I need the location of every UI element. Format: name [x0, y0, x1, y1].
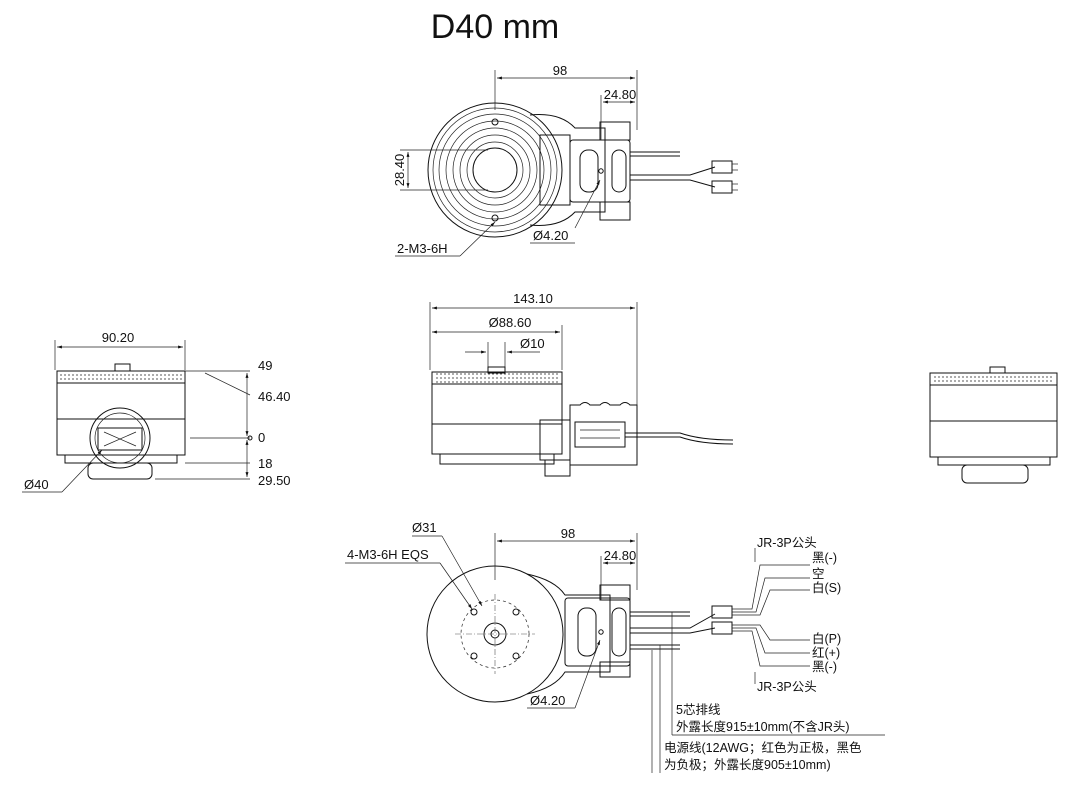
wire-empty: 空: [812, 567, 825, 581]
side-h0-label: 0: [258, 430, 265, 445]
power-cable-note-2: 为负极；外露长度905±10mm): [664, 757, 831, 772]
jr-bottom-label: JR-3P公头: [757, 680, 817, 694]
signal-cable-note-1: 5芯排线: [676, 703, 721, 717]
top-thread-label: 2-M3-6H: [397, 241, 448, 256]
bottom-thread-label: 4-M3-6H EQS: [347, 547, 429, 562]
wire-black-minus-top: 黑(-): [812, 551, 837, 565]
rear-view: [929, 366, 1058, 484]
wire-white-p: 白(P): [812, 631, 841, 646]
top-spacing-label: 28.40: [392, 154, 407, 187]
wire-diagram: JR-3P公头 黑(-) 空 白(S) 白(P) 红(+) 黑(-) JR-3P…: [651, 536, 885, 773]
signal-cable-note-2: 外露长度915±10mm(不含JR头): [676, 719, 850, 734]
bottom-center-dia-label: Ø31: [412, 520, 437, 535]
side-h3-label: 18: [258, 456, 272, 471]
side-view: 90.20 49 46.40 0 18 29.50 Ø40: [22, 330, 291, 493]
bottom-width-label: 98: [561, 526, 575, 541]
front-shaft-dia-label: Ø10: [520, 336, 545, 351]
wire-white-s: 白(S): [812, 580, 841, 595]
front-view: 143.10 Ø88.60 Ø10: [429, 291, 734, 477]
front-length-label: 143.10: [513, 291, 553, 306]
bottom-hole-dia-label: Ø4.20: [530, 693, 565, 708]
side-h1-label: 49: [258, 358, 272, 373]
side-arm-dia-label: Ø40: [24, 477, 49, 492]
bottom-offset-label: 24.80: [604, 548, 637, 563]
top-offset-label: 24.80: [604, 87, 637, 102]
power-cable-note-1: 电源线(12AWG；红色为正极，黑色: [664, 740, 862, 755]
wire-black-minus-bottom: 黑(-): [812, 660, 837, 674]
wire-red-plus: 红(+): [812, 645, 840, 660]
page-title: D40 mm: [430, 8, 560, 46]
top-view: 98 24.80 28.40 Ø4.20 2-M3-6H: [392, 63, 738, 257]
side-width-label: 90.20: [102, 330, 135, 345]
side-h4-label: 29.50: [258, 473, 291, 488]
bottom-view: 98 24.80 Ø31 4-M3-6H EQS Ø4.20: [345, 520, 733, 709]
side-h2-label: 46.40: [258, 389, 291, 404]
top-width-label: 98: [553, 63, 567, 78]
top-hole-dia-label: Ø4.20: [533, 228, 568, 243]
jr-top-label: JR-3P公头: [757, 536, 817, 550]
front-stator-dia-label: Ø88.60: [489, 315, 532, 330]
